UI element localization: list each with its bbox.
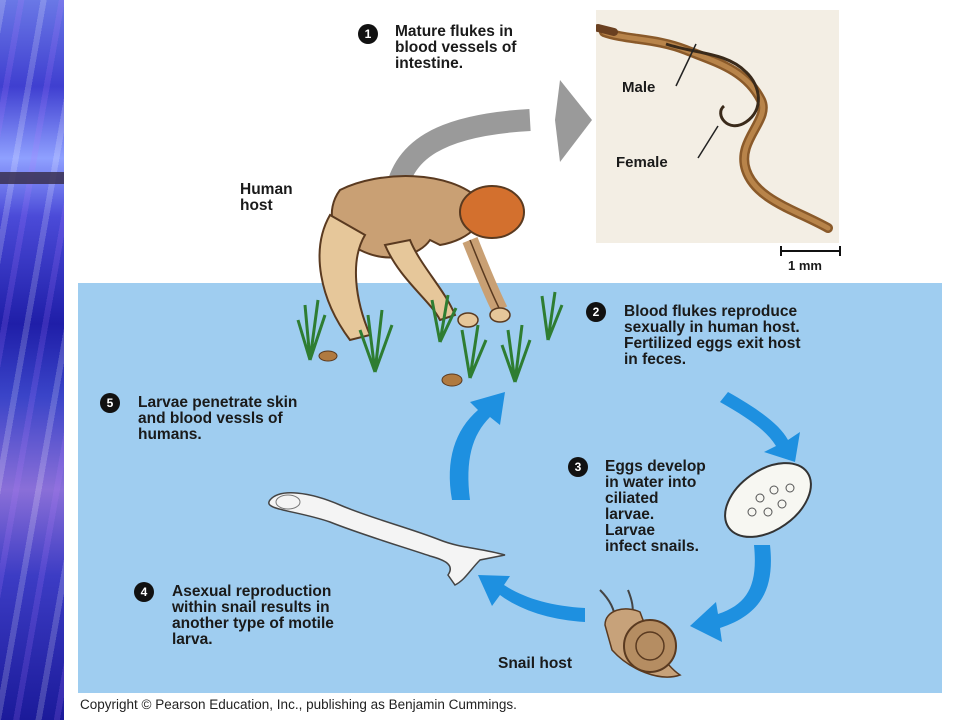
label-female: Female (616, 154, 668, 171)
step-1-number: 1 (358, 24, 378, 44)
step-2-text: Blood flukes reproduce sexually in human… (624, 303, 801, 368)
snail-host-label: Snail host (498, 655, 573, 672)
gray-arrow-head (555, 80, 592, 162)
step-4-text: Asexual reproduction within snail result… (172, 583, 334, 648)
snail-host (599, 589, 682, 678)
small-snail (318, 350, 338, 362)
copyright-text: Copyright © Pearson Education, Inc., pub… (80, 697, 517, 712)
step-1-text: Mature flukes in blood vessels of intest… (395, 23, 517, 72)
scale-bar (780, 246, 841, 256)
cycle-arrows (449, 392, 800, 642)
step-3-number: 3 (568, 457, 588, 477)
rice-plants (296, 291, 564, 383)
step-3-text: Eggs develop in water into ciliated larv… (605, 458, 706, 555)
step-2-number: 2 (586, 302, 606, 322)
step-4-number: 4 (134, 582, 154, 602)
human-host-label: Human host (240, 181, 293, 214)
step-5-number: 5 (100, 393, 120, 413)
cercaria-larva (268, 492, 506, 586)
human-figure (318, 175, 525, 342)
ciliated-larva (724, 462, 812, 538)
label-male: Male (622, 79, 656, 96)
small-snail (441, 373, 463, 387)
decorative-side-band (0, 0, 64, 720)
scale-label: 1 mm (788, 258, 822, 273)
step-5-text: Larvae penetrate skin and blood vessls o… (138, 394, 298, 443)
